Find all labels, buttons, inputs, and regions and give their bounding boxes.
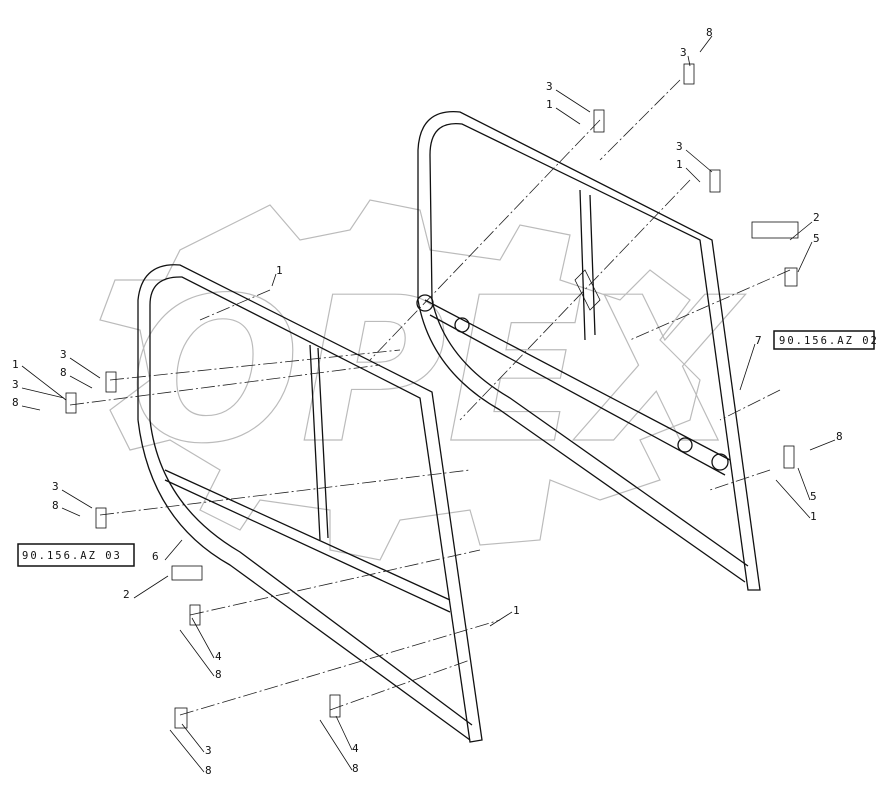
callout: 1 (810, 510, 817, 523)
reference-box-03[interactable]: 90.156.AZ 03 (17, 543, 135, 567)
callout: 7 (755, 334, 762, 347)
left-window-frame (137, 264, 483, 743)
callout: 8 (12, 396, 19, 409)
callout: 8 (352, 762, 359, 775)
callout: 4 (215, 650, 222, 663)
callout: 1 (676, 158, 683, 171)
callout: 4 (352, 742, 359, 755)
callout: 1 (513, 604, 520, 617)
leader-lines (21, 35, 836, 773)
callout: 3 (205, 744, 212, 757)
callout: 5 (813, 232, 820, 245)
label-plate (751, 221, 799, 239)
callout: 3 (546, 80, 553, 93)
callout: 5 (810, 490, 817, 503)
callout: 3 (676, 140, 683, 153)
callout: 8 (215, 668, 222, 681)
opex-watermark-logo: OPEX (99, 199, 747, 561)
callout: 2 (123, 588, 130, 601)
brackets-and-screws (65, 63, 799, 729)
right-window-frame (416, 111, 761, 591)
callout: 1 (546, 98, 553, 111)
assembly-lines (69, 79, 791, 716)
callout: 8 (706, 26, 713, 39)
callout: 3 (12, 378, 19, 391)
callout: 6 (152, 550, 159, 563)
callout: 8 (836, 430, 843, 443)
callouts: 8 3 3 1 3 1 2 5 1 7 1 3 8 3 8 3 8 6 2 8 … (12, 26, 843, 777)
callout: 3 (680, 46, 687, 59)
reference-box-text: 90.156.AZ 02 (779, 335, 879, 347)
callout: 8 (205, 764, 212, 777)
callout: 8 (52, 499, 59, 512)
callout: 8 (60, 366, 67, 379)
callout: 1 (12, 358, 19, 371)
callout: 3 (60, 348, 67, 361)
callout: 2 (813, 211, 820, 224)
callout: 1 (276, 264, 283, 277)
reference-box-02[interactable]: 90.156.AZ 02 (773, 330, 879, 350)
watermark-text: OPEX (130, 255, 746, 488)
callout: 3 (52, 480, 59, 493)
label-plate (171, 565, 203, 581)
reference-box-text: 90.156.AZ 03 (22, 550, 122, 562)
